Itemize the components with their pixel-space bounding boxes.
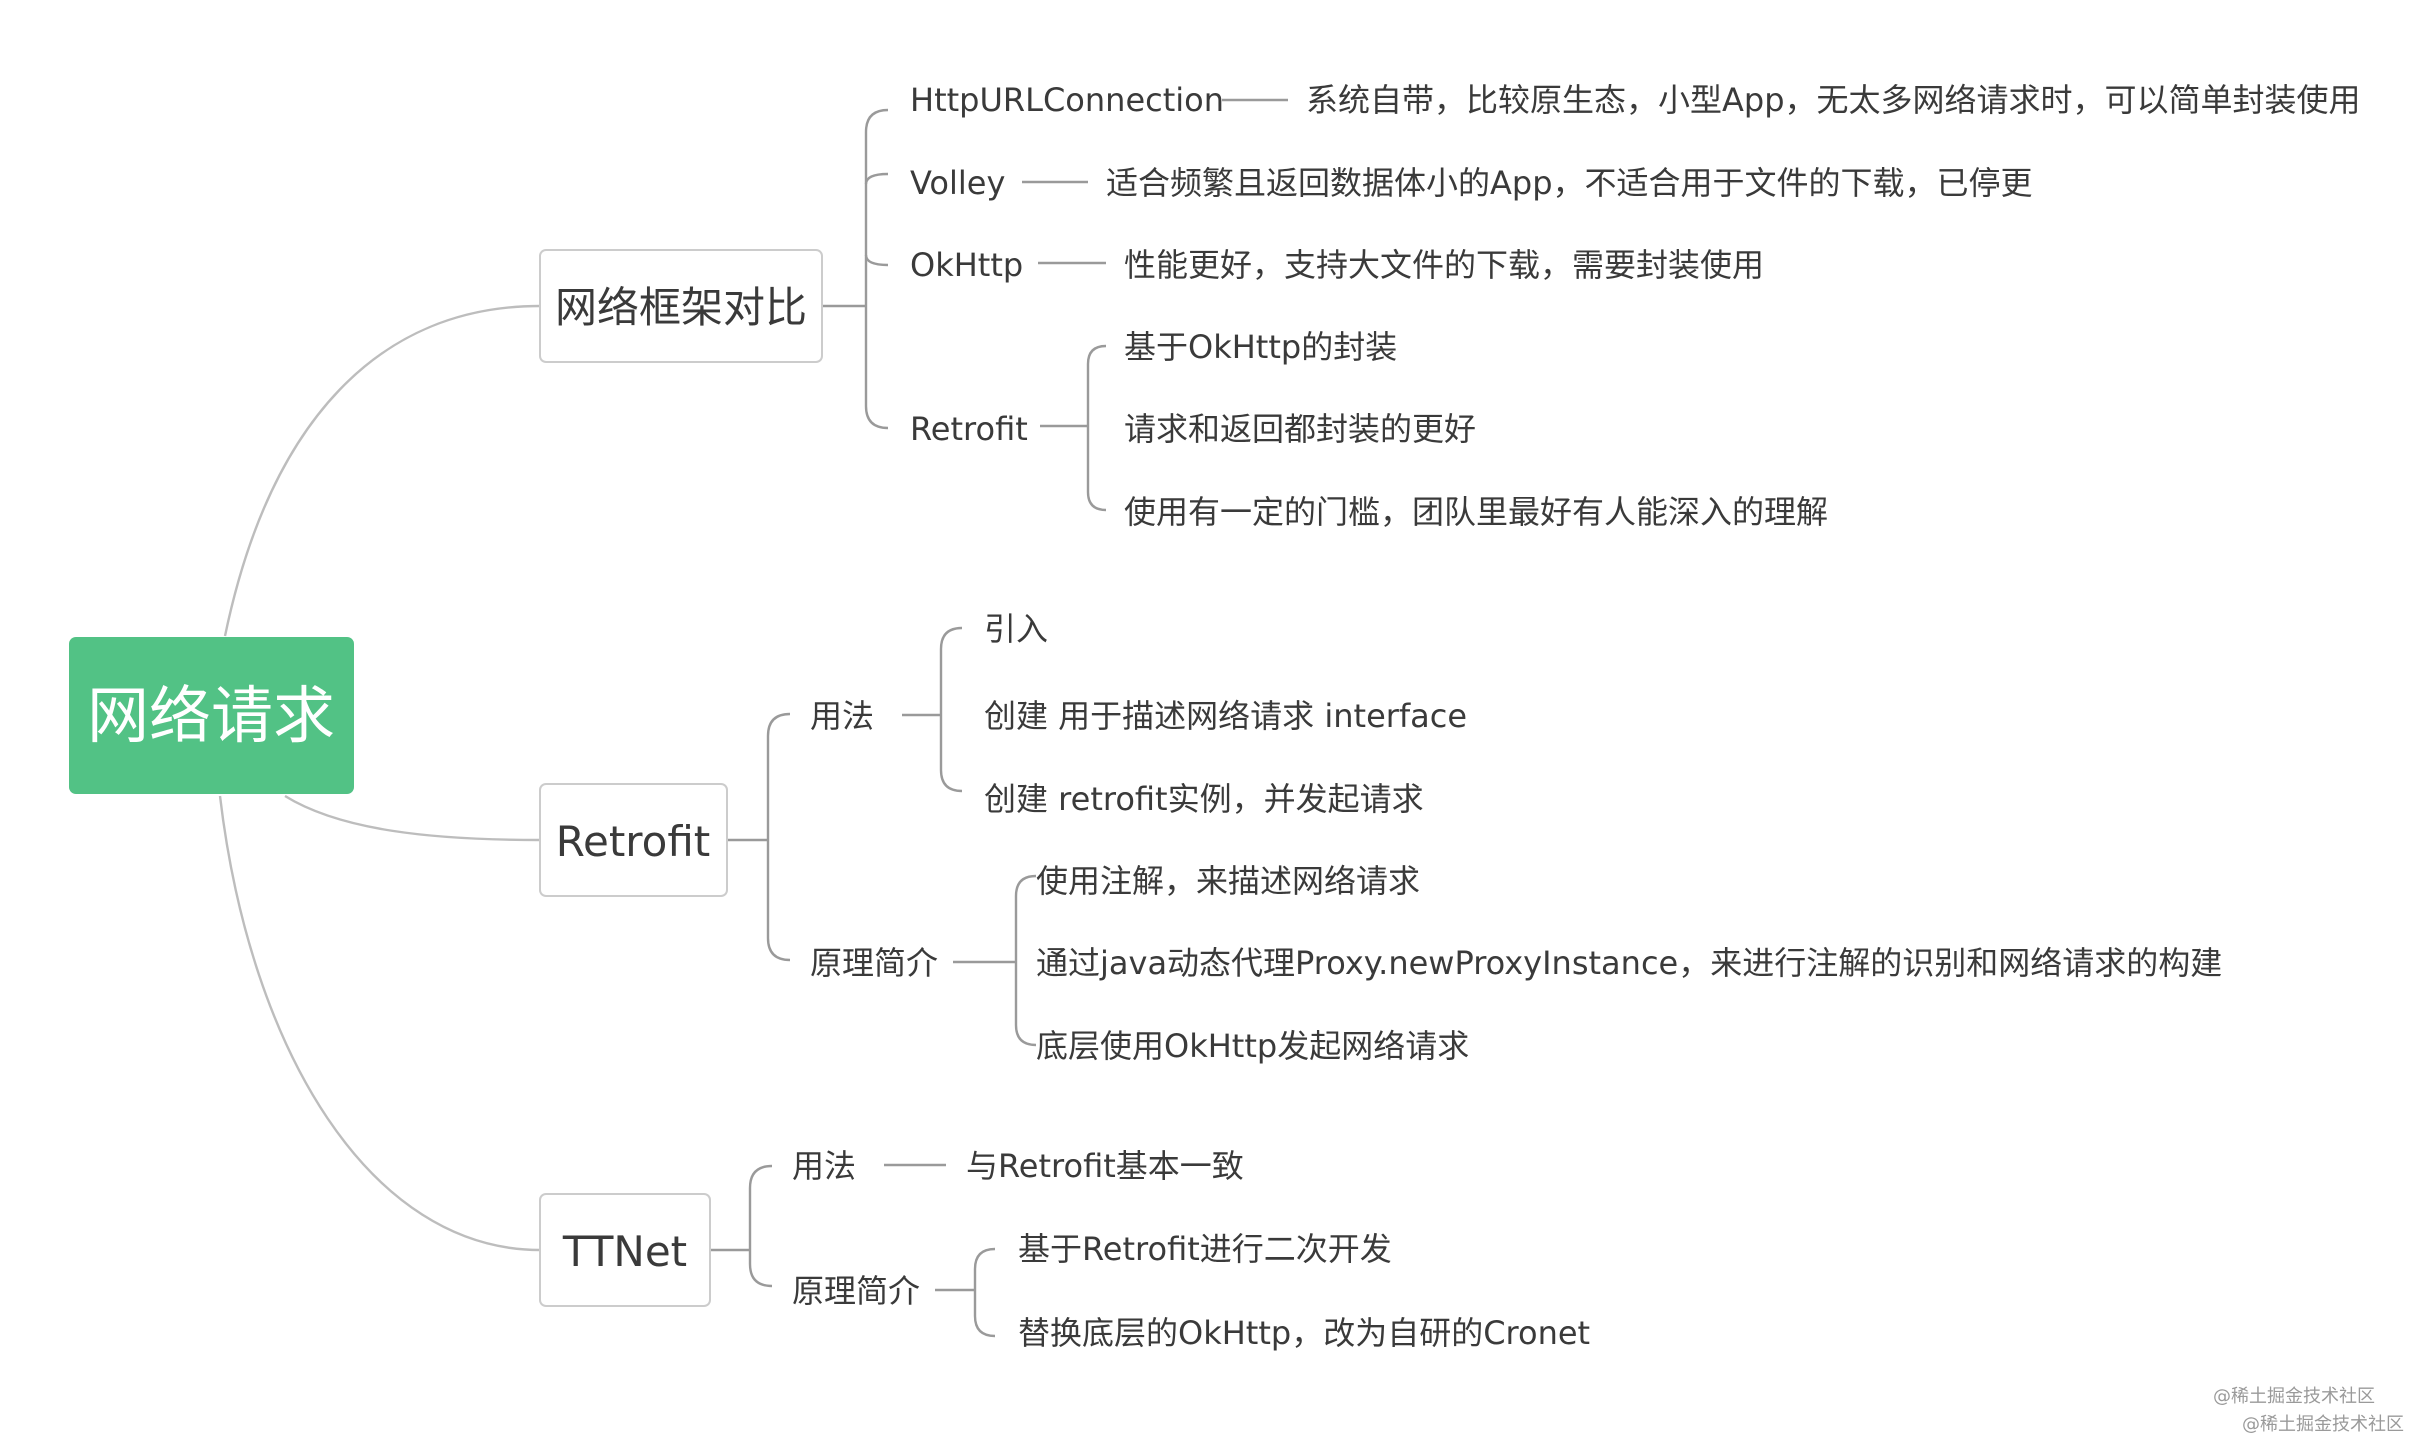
retrofit-principle-item: 通过java动态代理Proxy.newProxyInstance，来进行注解的识… xyxy=(1036,944,2222,982)
framework-okhttp-name: OkHttp xyxy=(910,246,1023,284)
branch-framework[interactable]: 网络框架对比 xyxy=(539,249,823,363)
branch-retrofit-label: Retrofit xyxy=(556,817,711,866)
retrofit-principle-item: 使用注解，来描述网络请求 xyxy=(1036,862,1420,900)
branch-ttnet-label: TTNet xyxy=(562,1227,687,1276)
framework-retrofit-detail: 请求和返回都封装的更好 xyxy=(1124,410,1476,448)
branch-retrofit[interactable]: Retrofit xyxy=(539,783,728,897)
retrofit-principle-item: 底层使用OkHttp发起网络请求 xyxy=(1036,1027,1469,1065)
retrofit-usage-item: 创建 用于描述网络请求 interface xyxy=(984,697,1467,735)
ttnet-usage-desc: 与Retrofit基本一致 xyxy=(966,1147,1244,1185)
root-connectors xyxy=(218,304,541,1252)
branch-framework-label: 网络框架对比 xyxy=(555,283,807,332)
framework-retrofit-detail: 基于OkHttp的封装 xyxy=(1124,328,1397,366)
root-node-box xyxy=(69,637,354,794)
framework-volley-desc: 适合频繁且返回数据体小的App，不适合用于文件的下载，已停更 xyxy=(1106,164,2033,202)
framework-http-name: HttpURLConnection xyxy=(910,81,1224,119)
watermark-line: @稀土掘金技术社区 xyxy=(2242,1414,2404,1435)
root-label: 网络请求 xyxy=(87,679,335,752)
retrofit-principle-label: 原理简介 xyxy=(810,944,938,982)
framework-connectors xyxy=(822,98,1288,512)
branch-retrofit-box xyxy=(539,783,728,897)
retrofit-usage-item: 创建 retrofit实例，并发起请求 xyxy=(984,780,1424,818)
branch-ttnet[interactable]: TTNet xyxy=(539,1193,711,1307)
retrofit-connectors xyxy=(727,626,1037,1047)
root-node[interactable]: 网络请求 xyxy=(69,637,354,794)
framework-retrofit-detail: 使用有一定的门槛，团队里最好有人能深入的理解 xyxy=(1124,493,1828,531)
branch-ttnet-box xyxy=(539,1193,711,1307)
framework-retrofit-name: Retrofit xyxy=(910,410,1028,448)
branch-framework-box xyxy=(539,249,823,363)
ttnet-principle-label: 原理简介 xyxy=(792,1272,920,1310)
ttnet-principle-item: 替换底层的OkHttp，改为自研的Cronet xyxy=(1018,1314,1590,1352)
ttnet-usage-label: 用法 xyxy=(792,1147,856,1185)
watermark-line: @稀土掘金技术社区 xyxy=(2213,1386,2375,1407)
ttnet-connectors xyxy=(710,1163,996,1338)
retrofit-usage-item: 引入 xyxy=(984,610,1048,648)
framework-okhttp-desc: 性能更好，支持大文件的下载，需要封装使用 xyxy=(1124,246,1764,284)
framework-http-desc: 系统自带，比较原生态，小型App，无太多网络请求时，可以简单封装使用 xyxy=(1306,81,2361,119)
retrofit-usage-label: 用法 xyxy=(810,697,874,735)
framework-volley-name: Volley xyxy=(910,164,1005,202)
ttnet-principle-item: 基于Retrofit进行二次开发 xyxy=(1018,1230,1392,1268)
